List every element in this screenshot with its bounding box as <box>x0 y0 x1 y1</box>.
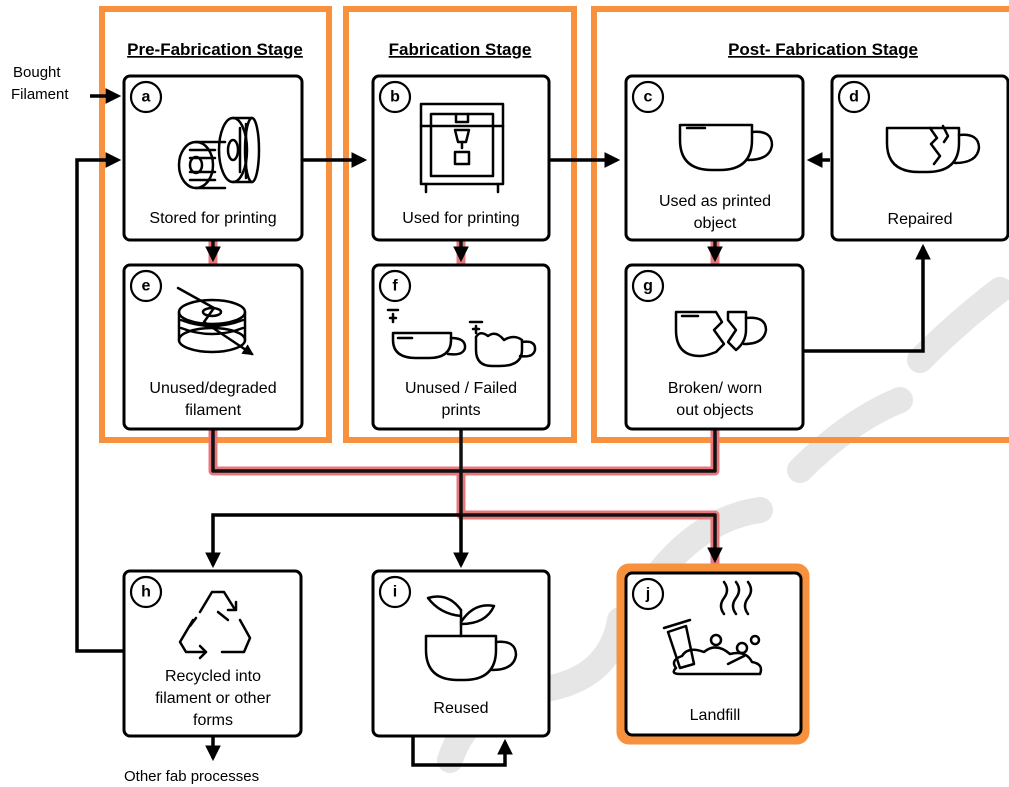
cup-icon <box>678 123 774 172</box>
node-c-used-object: c Used as printed object <box>624 74 805 242</box>
node-j-letter: j <box>645 586 650 603</box>
repaired-cup-icon <box>885 124 981 174</box>
node-b-letter: b <box>390 89 400 106</box>
node-j-label: Landfill <box>690 707 741 724</box>
node-i-letter: i <box>393 584 397 601</box>
node-j-landfill: j Landfill <box>616 563 810 745</box>
node-f-letter: f <box>392 278 398 295</box>
node-c-letter: c <box>644 89 653 106</box>
node-h-label-1: Recycled into <box>165 668 261 685</box>
plant-cup-icon <box>424 595 518 682</box>
post-fabrication-title: Post- Fabrication Stage <box>728 40 918 59</box>
3d-printer-icon <box>419 102 505 194</box>
node-h-recycled: h Recycled into filament or other forms <box>122 569 303 738</box>
filament-spools-icon <box>177 116 261 190</box>
bought-filament-label-1: Bought <box>13 64 61 81</box>
waste-paths <box>205 240 723 565</box>
node-b-label: Used for printing <box>402 210 519 227</box>
node-f-failed-prints: f Unused / Failed prints <box>371 263 551 431</box>
node-d-letter: d <box>849 89 859 106</box>
post-fabrication-frame <box>591 6 1009 443</box>
crossed-spool-icon <box>176 286 254 356</box>
node-a-stored: a Stored for printing <box>122 74 304 242</box>
node-h-label-3: forms <box>193 712 233 729</box>
node-d-label: Repaired <box>888 211 953 228</box>
node-h-label-2: filament or other <box>155 690 271 707</box>
node-d-repaired: d Repaired <box>830 74 1009 242</box>
node-c-label-2: object <box>694 215 737 232</box>
recycle-icon <box>178 590 252 660</box>
node-a-label: Stored for printing <box>149 210 276 227</box>
node-h-letter: h <box>141 584 151 601</box>
node-e-letter: e <box>142 278 151 295</box>
broken-cup-icon <box>674 310 768 358</box>
landfill-icon <box>662 580 763 676</box>
node-c-label-1: Used as printed <box>659 193 771 210</box>
pre-fabrication-title: Pre-Fabrication Stage <box>127 40 303 59</box>
node-g-label-2: out objects <box>676 402 753 419</box>
fabrication-title: Fabrication Stage <box>389 40 532 59</box>
connectors <box>75 88 931 767</box>
node-f-label-2: prints <box>441 402 480 419</box>
node-a-letter: a <box>142 89 151 106</box>
bought-filament-label-2: Filament <box>11 86 69 103</box>
node-g-label-1: Broken/ worn <box>668 380 762 397</box>
node-g-broken-objects: g Broken/ worn out objects <box>624 263 805 431</box>
node-f-label-1: Unused / Failed <box>405 380 517 397</box>
node-b-used-for-printing: b Used for printing <box>371 74 551 242</box>
node-g-letter: g <box>643 278 653 295</box>
node-i-label: Reused <box>433 700 488 717</box>
other-fab-processes-label: Other fab processes <box>124 768 259 785</box>
node-e-label-1: Unused/degraded <box>149 380 276 397</box>
node-e-unused-filament: e Unused/degraded filament <box>122 263 304 431</box>
node-e-label-2: filament <box>185 402 242 419</box>
failed-prints-icon <box>386 308 537 368</box>
node-i-reused: i Reused <box>371 569 551 738</box>
